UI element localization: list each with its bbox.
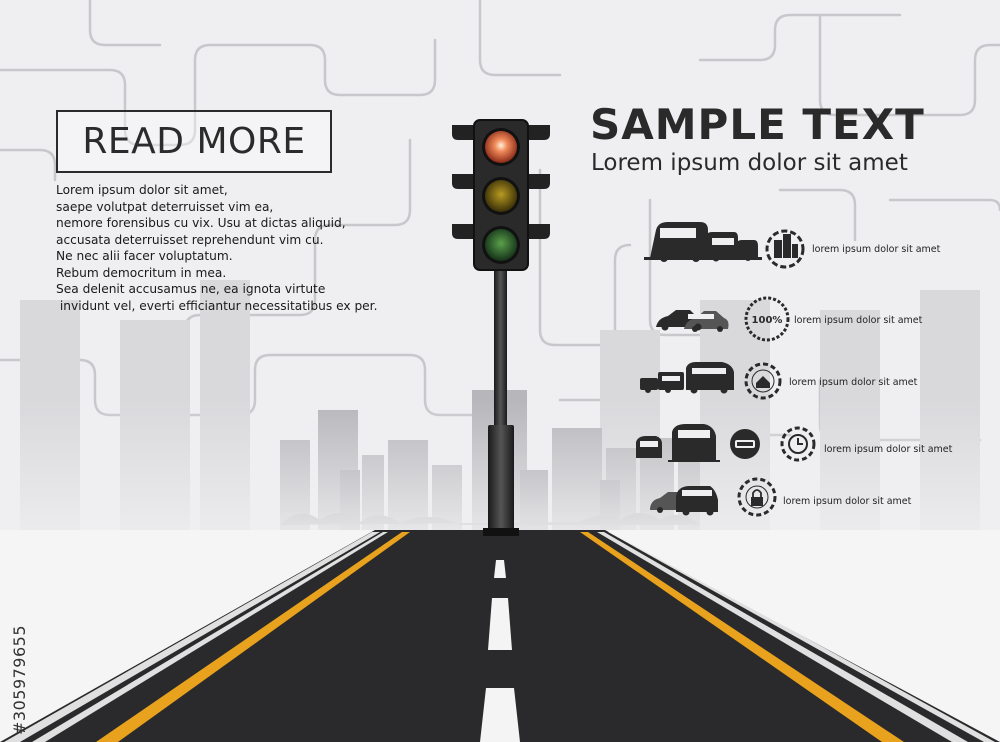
left-white-edge-line [4,532,380,742]
right-white-edge-line [597,532,968,742]
traffic-light-base [488,425,514,535]
red-light [485,131,517,163]
read-more-button[interactable]: READ MORE [56,110,332,173]
center-dash-2 [488,598,512,650]
infographic-label-2: lorem ipsum dolor sit amet [794,315,923,326]
paragraph-line: accusata deterruisset reprehendunt vim c… [56,232,324,247]
clock-icon [780,426,816,462]
traffic-light-pole [494,268,507,438]
infographic-label-5: lorem ipsum dolor sit amet [783,496,912,507]
watermark-id: #305979655 [10,624,29,735]
left-white-edge-line-2 [32,532,388,742]
paragraph-line: Ne nec alii facer voluptatum. [56,249,233,263]
center-dash-1 [494,560,506,578]
body-paragraph: Lorem ipsum dolor sit amet, saepe volutp… [56,182,386,314]
center-dash-3 [480,688,520,742]
paragraph-line: Lorem ipsum dolor sit amet, [56,183,228,197]
right-yellow-line [580,532,904,742]
paragraph-line: nemore forensibus cu vix. Usu at dictas … [56,216,346,230]
paragraph-line: Sea delenit accusamus ne, ea ignota virt… [56,282,326,296]
lock-icon [737,477,777,517]
visor-right-1 [526,125,550,140]
visor-left-1 [452,125,476,140]
bus-truck-convoy-icon [644,222,762,262]
amber-light [485,180,517,212]
subheadline: Lorem ipsum dolor sit amet [591,150,908,176]
right-white-edge-line-2 [608,532,995,742]
paragraph-line: invidunt vel, everti efficiantur necessi… [56,298,378,313]
trucks-icon [640,362,734,394]
infographic-label-4: lorem ipsum dolor sit amet [824,444,953,455]
infographic-label-1: lorem ipsum dolor sit amet [812,244,941,255]
percent-100-icon: 100% [744,296,790,342]
left-yellow-line [96,532,410,742]
cars-icon [656,310,729,332]
paragraph-line: saepe volutpat deterruisset vim ea, [56,199,274,214]
headline: SAMPLE TEXT [590,100,925,149]
percent-100-label: 100% [752,315,783,326]
city-building-icon [765,229,805,269]
paragraph-line: Rebum democritum in mea. [56,265,227,280]
home-icon [744,362,782,400]
trains-icon [636,424,760,462]
green-light [485,229,517,261]
infographic-label-3: lorem ipsum dolor sit amet [789,377,918,388]
suv-icon [650,486,718,516]
